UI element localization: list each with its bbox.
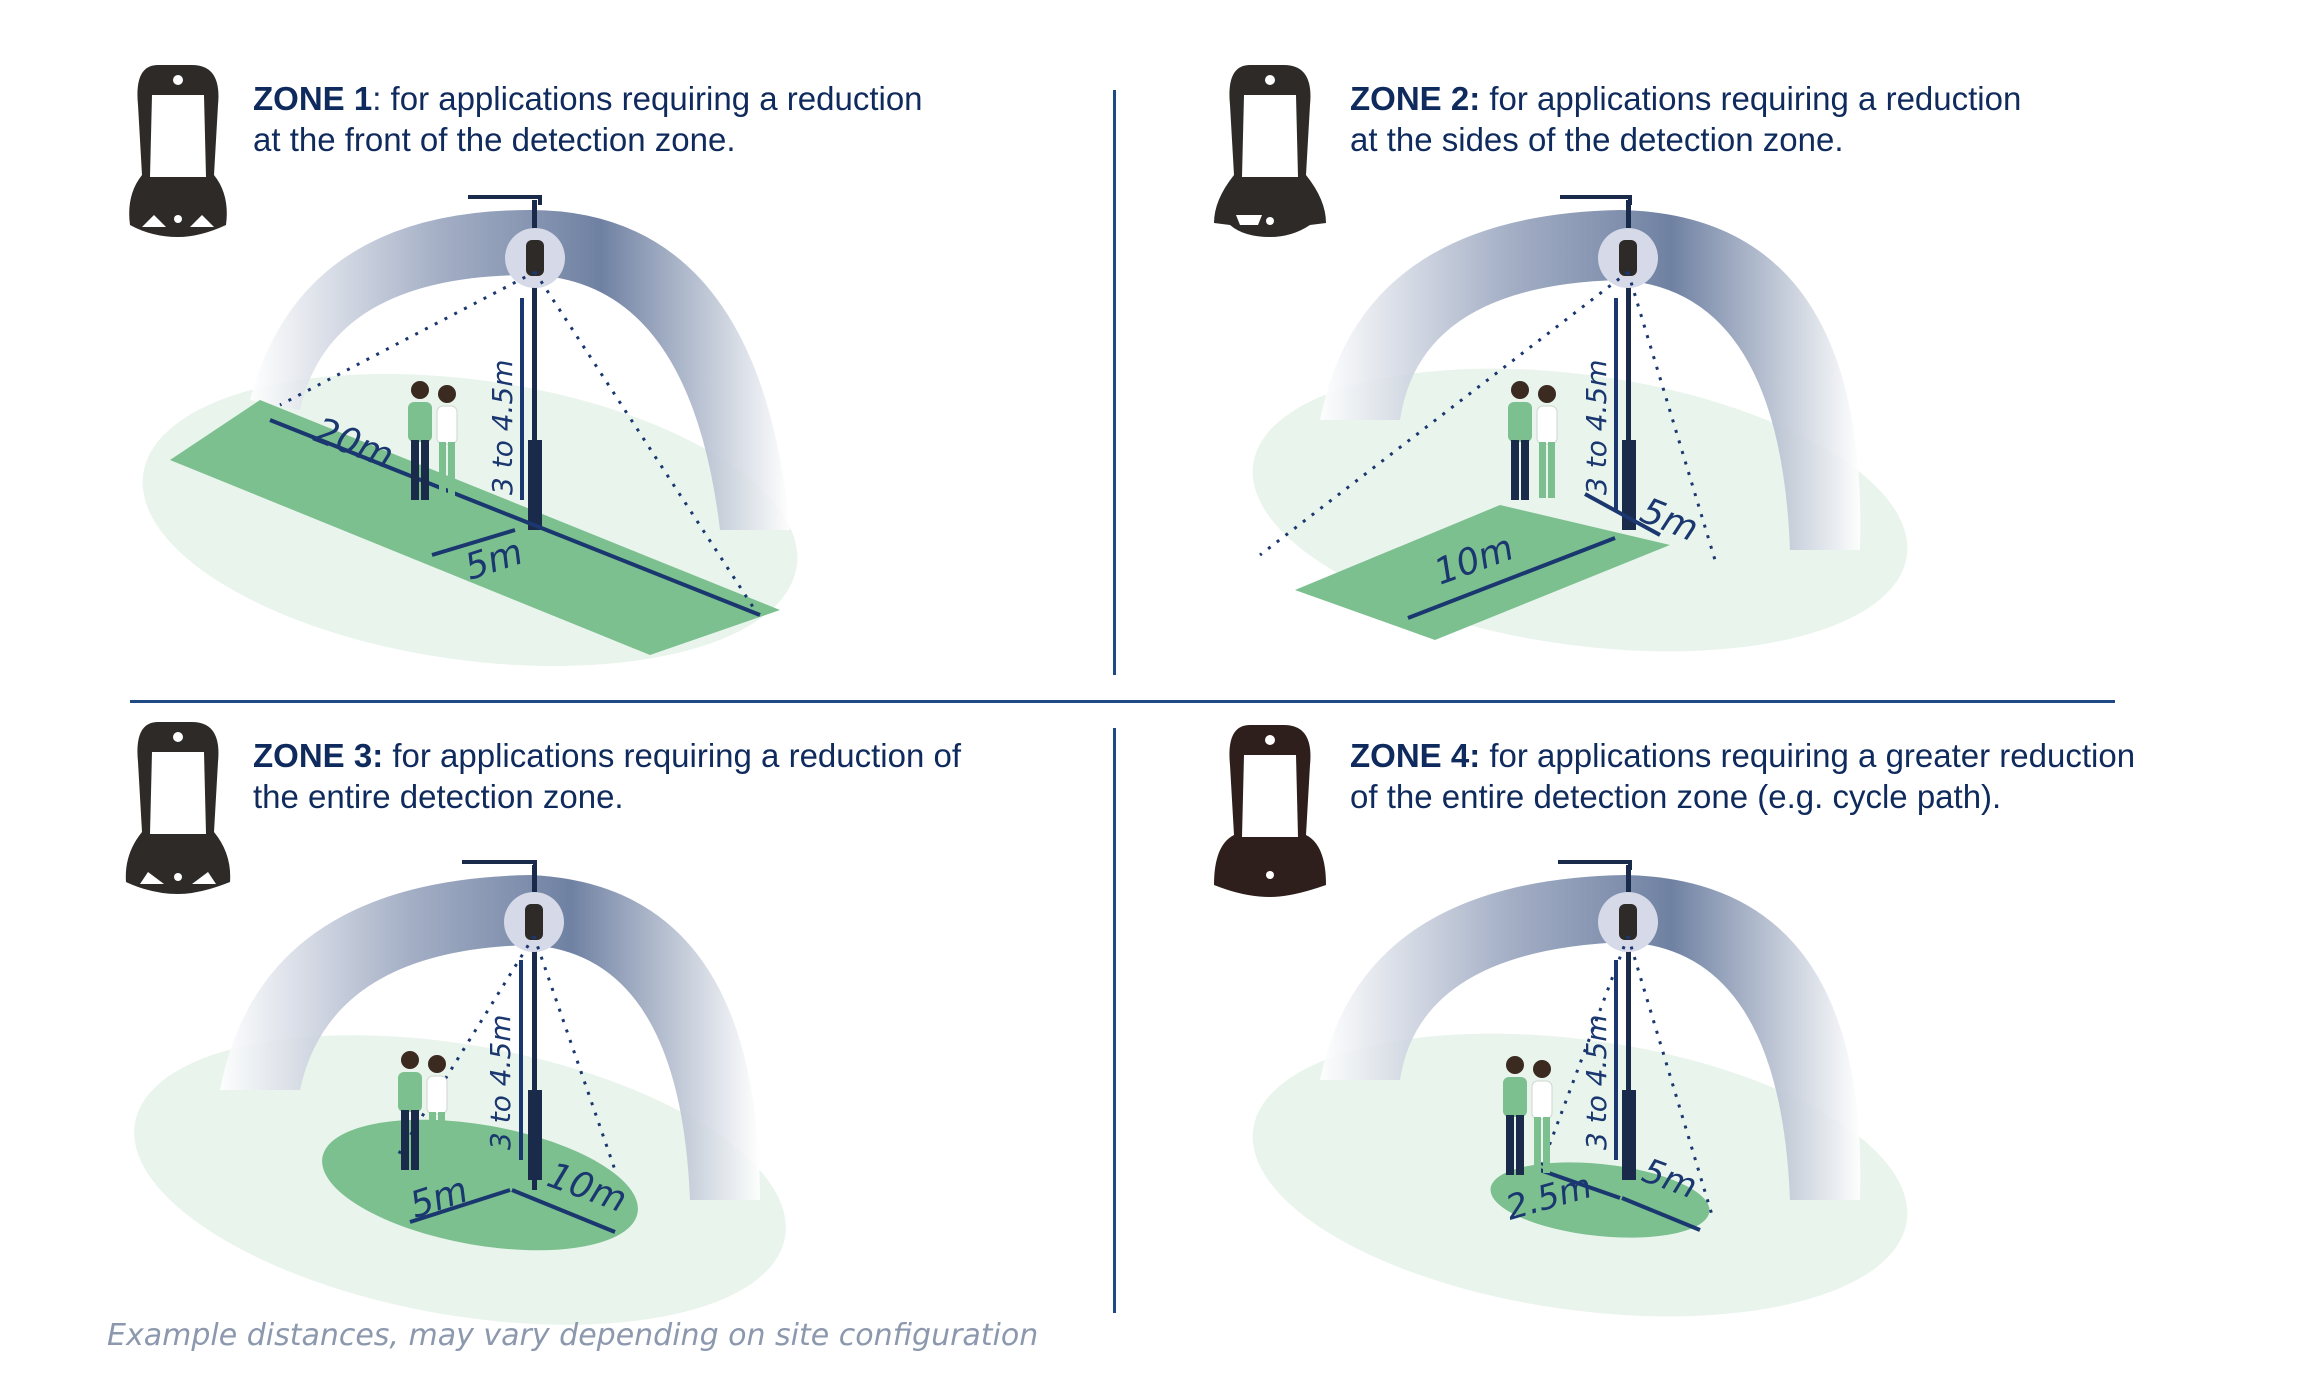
zone-1-diagram: 20m 5m 3 to 4.5m bbox=[129, 65, 798, 667]
sensor-device bbox=[525, 904, 543, 940]
lamp-pole bbox=[1626, 865, 1631, 1180]
zone-3-caption: ZONE 3: for applications requiring a red… bbox=[253, 735, 961, 817]
detection-zone bbox=[1295, 505, 1670, 640]
detection-arc bbox=[1320, 210, 1861, 550]
zone-1-heading: ZONE 1 bbox=[253, 80, 373, 117]
lamp-pole bbox=[1626, 200, 1631, 530]
sensor-device bbox=[1619, 240, 1637, 276]
zone-4-height-label: 3 to 4.5m bbox=[1580, 1014, 1613, 1150]
detection-zone bbox=[170, 400, 780, 655]
sensor-cover-solid-icon bbox=[1214, 725, 1326, 897]
zone-1-caption: ZONE 1: for applications requiring a red… bbox=[253, 80, 923, 158]
detection-zone bbox=[1490, 1162, 1710, 1238]
zone-4-text-line2: of the entire detection zone (e.g. cycle… bbox=[1350, 778, 2002, 815]
sensor-device bbox=[526, 240, 544, 276]
sensor-cover-front-cutout-icon bbox=[129, 65, 227, 237]
zone-3-heading: ZONE 3: bbox=[253, 737, 384, 774]
zone-2-text-line2: at the sides of the detection zone. bbox=[1350, 121, 1844, 158]
sensor-device bbox=[1619, 904, 1637, 940]
people-figures bbox=[408, 381, 458, 500]
sensor-cover-side-flaps-icon bbox=[1214, 65, 1326, 237]
zone-4-panel: ZONE 4: for applications requiring a gre… bbox=[1100, 660, 2200, 1320]
zone-2-panel: ZONE 2: for applications requiring a red… bbox=[1100, 0, 2200, 660]
zone-3-height-label: 3 to 4.5m bbox=[484, 1014, 517, 1150]
sensor-cover-full-icon bbox=[125, 722, 231, 894]
people-figures bbox=[398, 1051, 448, 1170]
lamp-pole bbox=[532, 200, 537, 530]
zone-3-text-line1: for applications requiring a reduction o… bbox=[383, 737, 962, 774]
zone-4-caption: ZONE 4: for applications requiring a gre… bbox=[1350, 735, 2135, 817]
zone-4-heading: ZONE 4: bbox=[1350, 737, 1481, 774]
vertical-divider-bottom bbox=[1113, 728, 1116, 1313]
zone-1-text-line1: for applications requiring a reduction bbox=[381, 80, 923, 117]
zone-4-text-line1: for applications requiring a greater red… bbox=[1480, 737, 2136, 774]
zone-2-height-label: 3 to 4.5m bbox=[1580, 359, 1613, 495]
zone-2-heading: ZONE 2: bbox=[1350, 80, 1481, 117]
zone-1-text-line2: at the front of the detection zone. bbox=[253, 121, 736, 158]
zone-2-text-line1: for applications requiring a reduction bbox=[1480, 80, 2022, 117]
detection-arc bbox=[250, 210, 790, 530]
people-figures bbox=[1508, 381, 1558, 500]
detection-arc bbox=[220, 875, 760, 1200]
zone-2-diagram: 10m 5m 3 to 4.5m bbox=[1214, 65, 1908, 652]
zone-2-caption: ZONE 2: for applications requiring a red… bbox=[1350, 78, 2021, 160]
zone-3-text-line2: the entire detection zone. bbox=[253, 778, 624, 815]
lamp-pole bbox=[532, 865, 537, 1190]
zone-4-diagram: 2.5m 5m 3 to 4.5m bbox=[1214, 725, 1908, 1317]
zone-3-diagram: 5m 10m 3 to 4.5m bbox=[125, 722, 786, 1325]
zone-1-height-label: 3 to 4.5m bbox=[486, 359, 519, 495]
zone-3-panel: ZONE 3: for applications requiring a red… bbox=[0, 660, 1100, 1325]
horizontal-divider bbox=[130, 700, 2115, 703]
footnote: Example distances, may vary depending on… bbox=[107, 1318, 1039, 1353]
zone-1-panel: ZONE 1: for applications requiring a red… bbox=[0, 0, 1100, 667]
people-figures bbox=[1503, 1056, 1553, 1175]
vertical-divider-top bbox=[1113, 90, 1116, 675]
detection-arc bbox=[1320, 875, 1861, 1200]
